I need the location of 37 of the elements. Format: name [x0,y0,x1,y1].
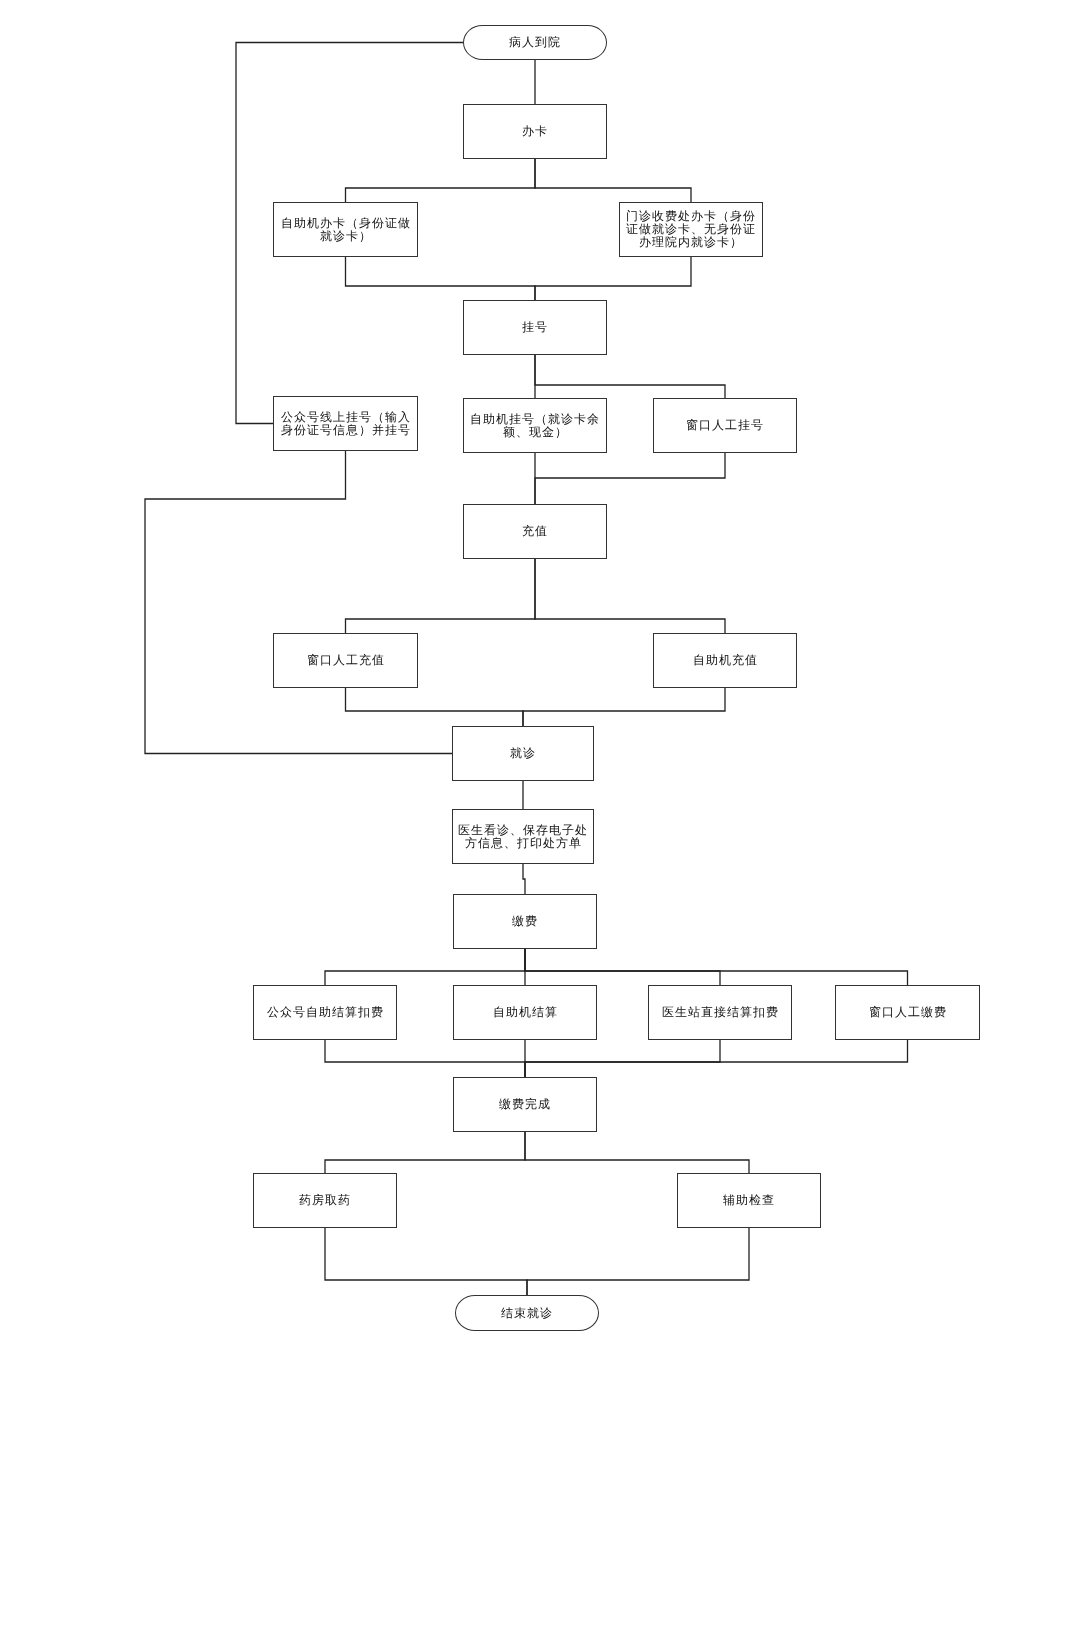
process-box: 缴费 [453,894,597,949]
connector-line [235,41,464,425]
connector-line [534,452,726,505]
process-box: 辅助检查 [677,1173,821,1228]
connector-line [534,354,726,399]
connector-line [524,948,909,986]
process-box: 自助机结算 [453,985,597,1040]
connector-line [526,1227,750,1296]
process-box: 办卡 [463,104,607,159]
connector-line [522,780,524,810]
process-box: 公众号自助结算扣费 [253,985,397,1040]
connector-line [144,450,453,755]
process-box: 自助机充值 [653,633,797,688]
process-box: 门诊收费处办卡（身份证做就诊卡、无身份证办理院内就诊卡） [619,202,763,257]
process-box: 窗口人工挂号 [653,398,797,453]
connector-line [524,1131,750,1174]
terminal-shape: 结束就诊 [455,1295,599,1331]
process-box: 挂号 [463,300,607,355]
process-box: 自助机办卡（身份证做就诊卡） [273,202,418,257]
process-box: 就诊 [452,726,594,781]
process-box: 缴费完成 [453,1077,597,1132]
process-box: 公众号线上挂号（输入身份证号信息）并挂号 [273,396,418,451]
process-box: 窗口人工充值 [273,633,418,688]
terminal-shape: 病人到院 [463,25,607,60]
process-box: 自助机挂号（就诊卡余额、现金） [463,398,607,453]
process-box: 窗口人工缴费 [835,985,980,1040]
connector-line [534,256,692,301]
connector-line [534,158,692,203]
connector-line [524,1039,909,1078]
process-box: 医生看诊、保存电子处方信息、打印处方单 [452,809,594,864]
connector-line [534,558,726,634]
process-box: 充值 [463,504,607,559]
connector-line [522,687,726,727]
connector-line [534,59,536,105]
process-box: 药房取药 [253,1173,397,1228]
process-box: 医生站直接结算扣费 [648,985,792,1040]
connector-line [522,863,526,895]
